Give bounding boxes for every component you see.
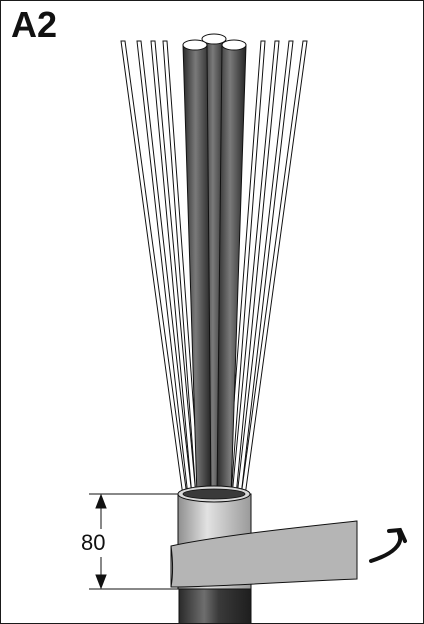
dimension-label: 80: [81, 530, 106, 555]
cable-body: [178, 588, 252, 623]
shield-wires-right: [226, 40, 308, 497]
dimension-arrow-icon: [89, 493, 178, 590]
step-label: A2: [11, 4, 58, 45]
tape-strip: [170, 520, 358, 588]
rotation-arrow-icon: [369, 527, 407, 563]
shield-wires-left: [120, 40, 201, 497]
